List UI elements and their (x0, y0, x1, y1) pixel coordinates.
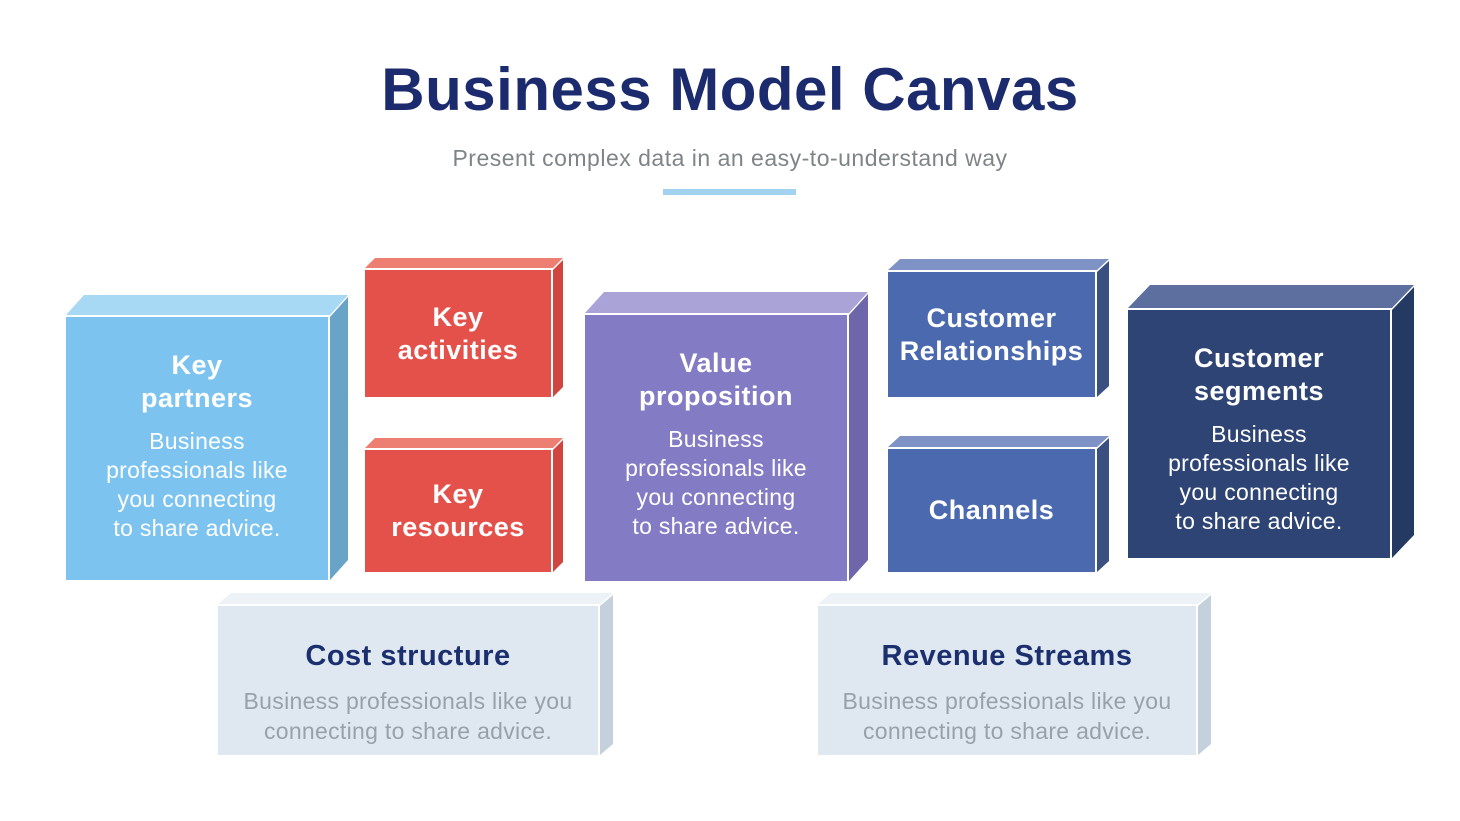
customer-segments-description: Business professionals like you connecti… (1168, 421, 1350, 534)
key-resources-front-face: Key resources (365, 448, 553, 572)
cost-structure-box: Cost structure Business professionals li… (218, 604, 600, 755)
customer-segments-front-face: Customer segments Business professionals… (1128, 308, 1392, 558)
customer-segments-title: Customer segments (1193, 343, 1325, 406)
customer-relationships-side-face (1097, 259, 1109, 397)
title-underline (663, 189, 796, 195)
cost-structure-top-face (218, 593, 613, 604)
key-partners-front-face: Key partners Business professionals like… (66, 315, 330, 580)
channels-top-face (888, 436, 1109, 447)
key-activities-front-face: Key activities (365, 268, 553, 397)
channels-side-face (1097, 436, 1109, 572)
customer-relationships-title: Customer Relationships (899, 302, 1084, 366)
customer-segments-top-face (1128, 285, 1414, 308)
value-proposition-title: Value proposition (639, 348, 793, 411)
cost-structure-side-face (600, 593, 613, 755)
customer-segments-side-face (1392, 285, 1414, 558)
value-proposition-top-face (585, 292, 868, 313)
cost-structure-description: Business professionals like you connecti… (243, 688, 573, 744)
revenue-streams-description: Business professionals like you connecti… (842, 688, 1172, 744)
page-title: Business Model Canvas (381, 56, 1079, 123)
revenue-streams-box: Revenue Streams Business professionals l… (818, 604, 1198, 755)
key-partners-side-face (330, 295, 348, 580)
revenue-streams-front-face: Revenue Streams Business professionals l… (818, 604, 1198, 755)
cost-structure-front-face: Cost structure Business professionals li… (218, 604, 600, 755)
revenue-streams-title: Revenue Streams (881, 640, 1133, 672)
key-partners-top-face (66, 295, 348, 315)
page-subtitle: Present complex data in an easy-to-under… (452, 145, 1008, 171)
key-activities-box: Key activities (365, 268, 553, 397)
key-activities-side-face (553, 258, 563, 397)
value-proposition-description: Business professionals like you connecti… (625, 426, 807, 539)
channels-box: Channels (888, 447, 1097, 572)
key-partners-description: Business professionals like you connecti… (106, 428, 288, 541)
customer-segments-box: Customer segments Business professionals… (1128, 308, 1392, 558)
value-proposition-side-face (849, 292, 868, 581)
revenue-streams-top-face (818, 593, 1211, 604)
customer-relationships-box: Customer Relationships (888, 270, 1097, 397)
key-partners-title: Key partners (140, 350, 254, 413)
key-resources-top-face (365, 438, 563, 448)
customer-relationships-front-face: Customer Relationships (888, 270, 1097, 397)
key-resources-title: Key resources (391, 479, 525, 542)
customer-relationships-top-face (888, 259, 1109, 270)
value-proposition-front-face: Value proposition Business professionals… (585, 313, 849, 581)
key-resources-box: Key resources (365, 448, 553, 572)
revenue-streams-side-face (1198, 593, 1211, 755)
value-proposition-box: Value proposition Business professionals… (585, 313, 849, 581)
key-partners-box: Key partners Business professionals like… (66, 315, 330, 580)
channels-title: Channels (928, 495, 1055, 525)
cost-structure-title: Cost structure (305, 640, 511, 672)
key-activities-title: Key activities (397, 301, 519, 365)
key-activities-top-face (365, 258, 563, 268)
key-resources-side-face (553, 438, 563, 572)
channels-front-face: Channels (888, 447, 1097, 572)
